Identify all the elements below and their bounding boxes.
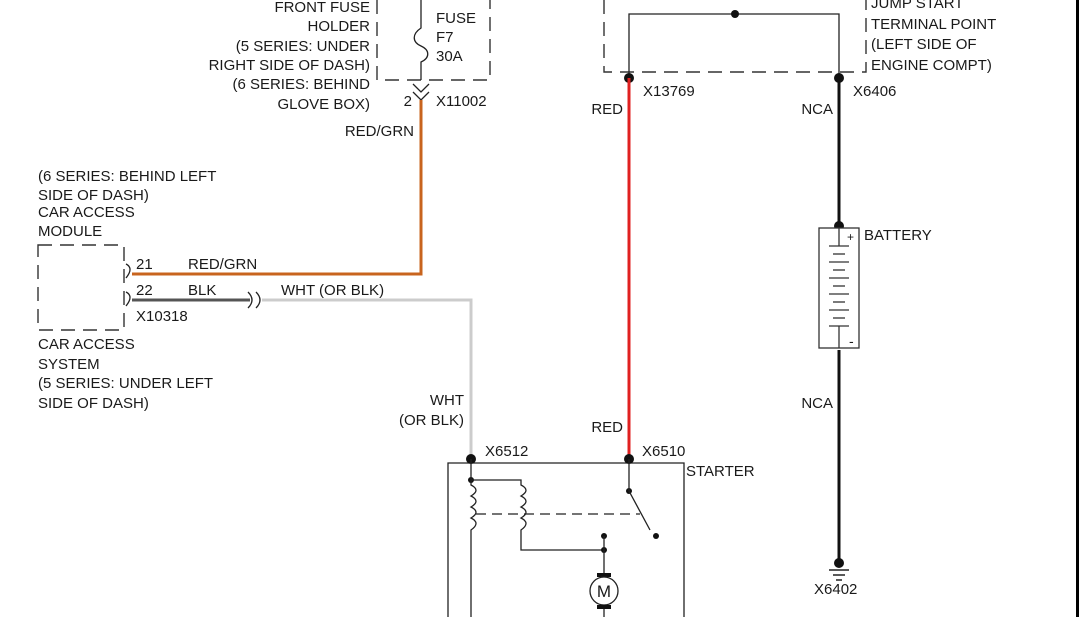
jump-start-box xyxy=(603,0,867,73)
motor-icon xyxy=(589,573,619,617)
fuse-holder-location-5: (5 SERIES: UNDER xyxy=(236,38,370,55)
cas-location-5: (5 SERIES: UNDER LEFT xyxy=(38,375,213,392)
cas-title: CAR ACCESS xyxy=(38,336,135,353)
wire-label-red-grn-horizontal: RED/GRN xyxy=(188,256,257,273)
cas-title-2: SYSTEM xyxy=(38,356,100,373)
solenoid-hold-in-coil-icon xyxy=(471,479,604,551)
cam-pin-21: 21 xyxy=(136,256,153,273)
connector-x13769-label: X13769 xyxy=(643,83,695,100)
starter-label: STARTER xyxy=(686,463,755,480)
starter-switch-icon xyxy=(628,459,651,531)
fuse-id: F7 xyxy=(436,29,454,46)
ground-dot xyxy=(834,558,844,568)
fuse-holder-location-6b: GLOVE BOX) xyxy=(277,96,370,113)
battery-label: BATTERY xyxy=(864,227,932,244)
cam-title: CAR ACCESS xyxy=(38,204,135,221)
fuse-f7-symbol xyxy=(413,0,429,80)
battery-minus-sign: - xyxy=(849,333,854,349)
cam-pin-22: 22 xyxy=(136,282,153,299)
fuse-holder-location-5b: RIGHT SIDE OF DASH) xyxy=(209,57,370,74)
fuse-label: FUSE xyxy=(436,10,476,27)
connector-x10318-pin22 xyxy=(125,291,131,307)
cam-location-6: (6 SERIES: BEHIND LEFT xyxy=(38,168,216,185)
jump-start-location-2: ENGINE COMPT) xyxy=(871,57,992,74)
fuse-holder-box xyxy=(376,0,491,81)
jump-start-location: (LEFT SIDE OF xyxy=(871,36,977,53)
page-edge-border xyxy=(1076,0,1079,617)
connector-x6510-label: X6510 xyxy=(642,443,685,460)
jump-start-title-2: TERMINAL POINT xyxy=(871,16,996,33)
connector-x6406-label: X6406 xyxy=(853,83,896,100)
wire-label-nca-top: NCA xyxy=(801,101,833,118)
motor-label: M xyxy=(597,582,611,601)
battery-plus-sign: + xyxy=(847,230,854,244)
switch-contact-dot xyxy=(653,533,659,539)
wire-label-red-bottom: RED xyxy=(591,419,623,436)
wire-label-nca-bottom: NCA xyxy=(801,395,833,412)
jump-start-title: JUMP START xyxy=(871,0,964,12)
connector-x10318-label: X10318 xyxy=(136,308,188,325)
wire-label-wht-or-blk: WHT (OR BLK) xyxy=(281,282,384,299)
connector-x11002-label: X11002 xyxy=(436,93,487,110)
ground-connector-label: X6402 xyxy=(814,581,857,598)
wire-wht xyxy=(262,298,473,459)
ground-icon xyxy=(829,569,849,581)
connector-x10318-pin21 xyxy=(125,263,131,279)
cas-location-5b: SIDE OF DASH) xyxy=(38,395,149,412)
wire-label-red-grn-vertical: RED/GRN xyxy=(345,123,414,140)
battery-cells-icon xyxy=(829,228,849,348)
fuse-holder-location-6: (6 SERIES: BEHIND xyxy=(232,76,370,93)
cam-location-6b: SIDE OF DASH) xyxy=(38,187,149,204)
solenoid-pull-in-coil-icon xyxy=(469,459,477,617)
connector-x6512-label: X6512 xyxy=(485,443,528,460)
cam-title-2: MODULE xyxy=(38,223,102,240)
connector-x11002-symbol xyxy=(412,83,430,101)
car-access-module-box xyxy=(37,244,125,331)
jump-start-bus-junction xyxy=(731,10,739,18)
fuse-holder-title: FRONT FUSE xyxy=(274,0,370,16)
wire-label-wht: WHT xyxy=(430,392,464,409)
fuse-rating: 30A xyxy=(436,48,463,65)
jump-start-bus xyxy=(628,13,840,78)
wire-label-or-blk: (OR BLK) xyxy=(399,412,464,429)
wire-label-red-top: RED xyxy=(591,101,623,118)
wire-red-grn xyxy=(132,100,423,276)
fuse-holder-title-2: HOLDER xyxy=(307,18,370,35)
wire-label-blk: BLK xyxy=(188,282,216,299)
inline-connector-symbol xyxy=(247,291,261,309)
fuse-pin-number: 2 xyxy=(404,93,412,110)
starter-box xyxy=(447,462,685,617)
